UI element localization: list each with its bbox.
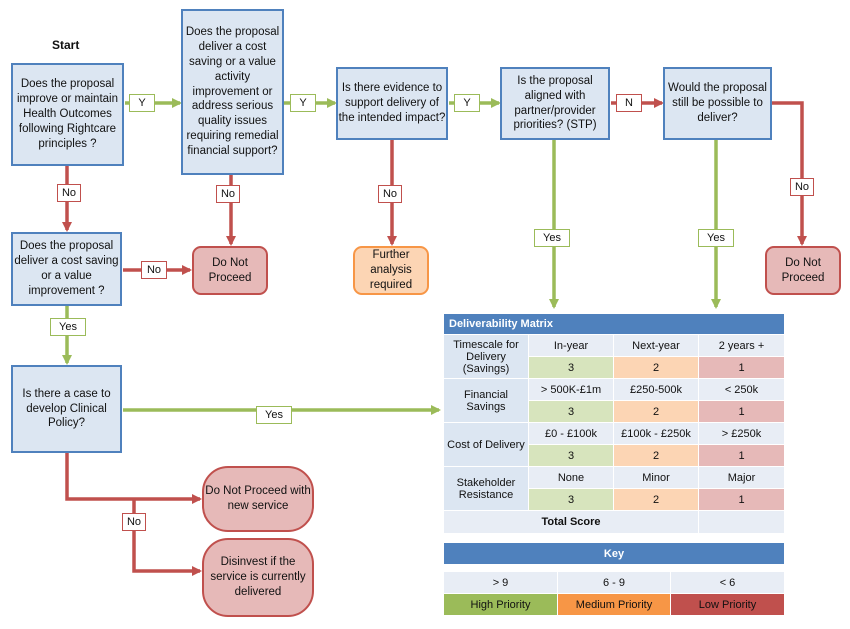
matrix-option: < 250k bbox=[698, 378, 785, 401]
edge-label-yes: Y bbox=[290, 94, 316, 112]
edge-label-yes: Y bbox=[129, 94, 155, 112]
disinvest-service: Disinvest if the service is currently de… bbox=[202, 538, 314, 617]
edge-label-no: No bbox=[790, 178, 814, 196]
matrix-score: 1 bbox=[698, 356, 785, 379]
matrix-score: 3 bbox=[528, 356, 614, 379]
spacer bbox=[443, 533, 785, 543]
matrix-option: In-year bbox=[528, 334, 614, 357]
edge-label-no: N bbox=[616, 94, 642, 112]
matrix-option: 2 years + bbox=[698, 334, 785, 357]
matrix-option: Minor bbox=[613, 466, 699, 489]
arrow-q7-oval1 bbox=[65, 453, 202, 504]
matrix-score: 3 bbox=[528, 488, 614, 511]
matrix-row-label: Financial Savings bbox=[443, 378, 529, 423]
matrix-score: 3 bbox=[528, 400, 614, 423]
key-range: 6 - 9 bbox=[557, 571, 671, 594]
matrix-option: £250-500k bbox=[613, 378, 699, 401]
edge-label-yes: Yes bbox=[50, 318, 86, 336]
edge-label-yes: Y bbox=[454, 94, 480, 112]
arrow-q5-stop2 bbox=[772, 101, 807, 246]
edge-label-no: No bbox=[216, 185, 240, 203]
matrix-option: £0 - £100k bbox=[528, 422, 614, 445]
matrix-row-label: Stakeholder Resistance bbox=[443, 466, 529, 511]
matrix-option: None bbox=[528, 466, 614, 489]
matrix-title: Deliverability Matrix bbox=[443, 313, 785, 335]
question-still-possible: Would the proposal still be possible to … bbox=[663, 67, 772, 140]
total-score-value bbox=[698, 510, 785, 534]
matrix-score: 1 bbox=[698, 400, 785, 423]
question-clinical-policy: Is there a case to develop Clinical Poli… bbox=[11, 365, 122, 453]
question-cost-saving-value: Does the proposal deliver a cost saving … bbox=[11, 232, 122, 306]
edge-label-yes: Yes bbox=[534, 229, 570, 247]
matrix-row-label: Cost of Delivery bbox=[443, 422, 529, 467]
key-title: Key bbox=[443, 542, 785, 565]
matrix-option: Next-year bbox=[613, 334, 699, 357]
matrix-score: 1 bbox=[698, 488, 785, 511]
matrix-score: 2 bbox=[613, 444, 699, 467]
matrix-option: > £250k bbox=[698, 422, 785, 445]
key-range: < 6 bbox=[670, 571, 785, 594]
matrix-option: £100k - £250k bbox=[613, 422, 699, 445]
arrow-q7-oval2 bbox=[132, 499, 202, 576]
edge-label-yes: Yes bbox=[256, 406, 292, 424]
question-health-outcomes: Does the proposal improve or maintain He… bbox=[11, 63, 124, 166]
matrix-score: 2 bbox=[613, 356, 699, 379]
matrix-option: Major bbox=[698, 466, 785, 489]
do-not-proceed-new-service: Do Not Proceed with new service bbox=[202, 466, 314, 532]
matrix-option: > 500K-£1m bbox=[528, 378, 614, 401]
matrix-score: 2 bbox=[613, 488, 699, 511]
question-cost-saving-quality: Does the proposal deliver a cost saving … bbox=[181, 9, 284, 175]
edge-label-no: No bbox=[141, 261, 167, 279]
deliverability-matrix: Deliverability Matrix Timescale for Deli… bbox=[443, 313, 785, 565]
key-table: > 9 6 - 9 < 6 High Priority Medium Prior… bbox=[443, 571, 785, 616]
key-low-priority: Low Priority bbox=[670, 593, 785, 616]
do-not-proceed-box: Do Not Proceed bbox=[765, 246, 841, 295]
key-high-priority: High Priority bbox=[443, 593, 558, 616]
question-evidence: Is there evidence to support delivery of… bbox=[336, 67, 448, 140]
edge-label-no: No bbox=[378, 185, 402, 203]
edge-label-no: No bbox=[57, 184, 81, 202]
edge-label-no: No bbox=[122, 513, 146, 531]
matrix-score: 2 bbox=[613, 400, 699, 423]
key-range: > 9 bbox=[443, 571, 558, 594]
do-not-proceed-box: Do Not Proceed bbox=[192, 246, 268, 295]
matrix-score: 1 bbox=[698, 444, 785, 467]
further-analysis-box: Further analysis required bbox=[353, 246, 429, 295]
total-score-label: Total Score bbox=[443, 510, 699, 534]
key-medium-priority: Medium Priority bbox=[557, 593, 671, 616]
edge-label-yes: Yes bbox=[698, 229, 734, 247]
matrix-score: 3 bbox=[528, 444, 614, 467]
matrix-row-label: Timescale for Delivery (Savings) bbox=[443, 334, 529, 379]
question-aligned-priorities: Is the proposal aligned with partner/pro… bbox=[500, 67, 610, 140]
start-label: Start bbox=[52, 38, 80, 52]
